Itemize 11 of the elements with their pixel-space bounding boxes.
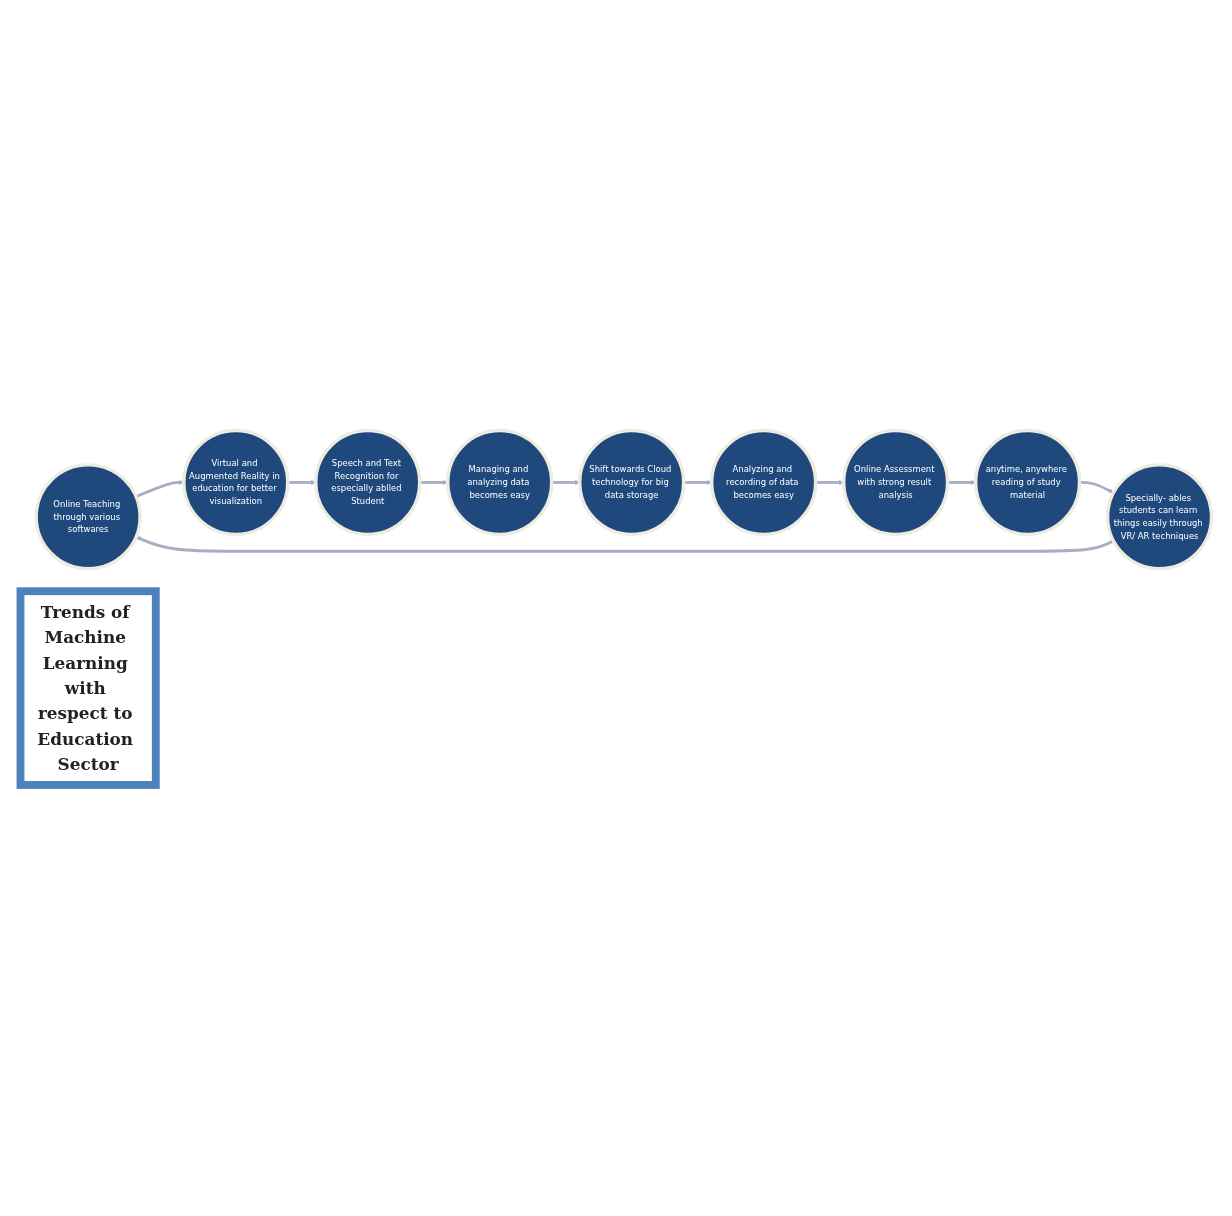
node-circle: Analyzing and recording of data becomes easy <box>710 429 818 537</box>
node-circle: Managing and analyzing data becomes easy <box>446 429 554 537</box>
node-circle: Specially- ables students can learn things easily through VR/ AR techniques <box>1105 463 1214 571</box>
node-circle: Virtual and Augmented Reality in education for better visualization <box>182 429 290 537</box>
node-box: Trends of Machine Learning with respect to Education Sector <box>16 587 160 790</box>
node-circle: Shift towards Cloud technology for big data storage <box>578 429 686 537</box>
arrow <box>135 536 1115 553</box>
node-circle: Speech and Text Recognition for especially ablled Student <box>314 429 422 537</box>
node-circle: anytime, anywhere reading of study material <box>973 429 1082 537</box>
node-circle: Online Teaching through various softwares <box>34 463 142 571</box>
node-circle: Online Assessment with strong result analysis <box>842 429 950 537</box>
